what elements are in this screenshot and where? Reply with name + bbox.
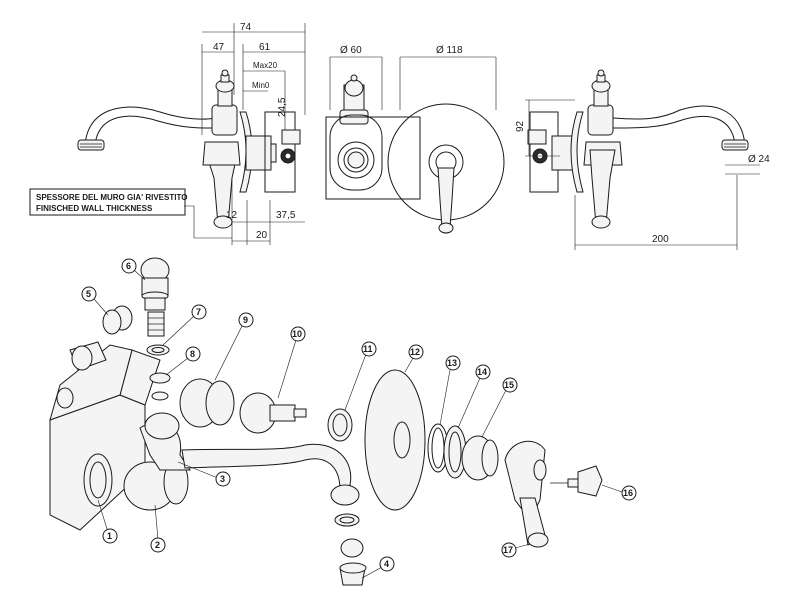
dim-37-5: 37,5 (276, 210, 296, 221)
callout-8-label: 8 (190, 349, 195, 359)
callout-12 (408, 344, 424, 360)
callout-5 (81, 286, 97, 302)
callout-2-label: 2 (155, 540, 160, 550)
side-view-right: 92 Ø 24 200 (515, 69, 770, 250)
dim-61: 61 (259, 42, 271, 53)
callout-12-label: 12 (410, 347, 420, 357)
callout-3-label: 3 (220, 474, 225, 484)
dim-phi60: Ø 60 (340, 45, 362, 56)
callout-9-label: 9 (243, 315, 248, 325)
callout-7-label: 7 (196, 307, 201, 317)
callout-16 (621, 485, 637, 501)
callout-14-label: 14 (477, 367, 487, 377)
callout-10-label: 10 (292, 329, 302, 339)
front-wall-box (325, 116, 421, 200)
callout-6 (121, 258, 137, 274)
dim-phi118: Ø 118 (436, 45, 463, 56)
callout-17 (501, 542, 517, 558)
part-11 (327, 408, 353, 442)
callout-7 (191, 304, 207, 320)
wall-note-box (29, 188, 186, 216)
front-plate (329, 114, 383, 191)
spout-nozzle (77, 139, 105, 151)
callout-16-label: 16 (623, 488, 633, 498)
dim-47: 47 (213, 42, 225, 53)
callout-17-label: 17 (503, 545, 513, 555)
callout-11 (361, 341, 377, 357)
exploded-view: 1 2 3 4 5 6 7 8 9 10 11 12 (49, 257, 637, 586)
callout-3 (215, 471, 231, 487)
dim-phi24: Ø 24 (748, 154, 770, 165)
dim-74: 74 (240, 22, 252, 33)
dim-max20: Max20 (253, 61, 278, 70)
wall-note-line1: SPESSORE DEL MURO GIA' RIVESTITO (36, 193, 187, 202)
callout-13 (445, 355, 461, 371)
side-view-left: 74 47 61 Max20 Min0 24,5 12 37,5 20 SPES… (29, 22, 306, 245)
callout-15-label: 15 (504, 380, 514, 390)
dim-20: 20 (256, 230, 268, 241)
callout-13-label: 13 (447, 358, 457, 368)
dim-24-5: 24,5 (277, 97, 288, 117)
callout-6-label: 6 (126, 261, 131, 271)
dim-min0: Min0 (252, 81, 270, 90)
dim-200: 200 (652, 234, 669, 245)
part-16 (577, 465, 603, 497)
front-view: Ø 60 Ø 118 (325, 45, 505, 234)
callout-15 (502, 377, 518, 393)
wall-note-line2: FINISCHED WALL THICKNESS (36, 204, 153, 213)
dim-12: 12 (226, 210, 238, 221)
callout-2 (150, 537, 166, 553)
callout-11-label: 11 (363, 344, 373, 354)
part-7 (146, 344, 170, 356)
callout-8 (185, 346, 201, 362)
callout-4 (379, 556, 395, 572)
callout-9 (238, 312, 254, 328)
callout-14 (475, 364, 491, 380)
callout-1 (102, 528, 118, 544)
callout-10 (290, 326, 306, 342)
callout-5-label: 5 (86, 289, 91, 299)
callout-4-label: 4 (384, 559, 389, 569)
part-8 (149, 372, 171, 384)
valve-body (211, 104, 238, 136)
callout-1-label: 1 (107, 531, 112, 541)
dim-92: 92 (515, 120, 526, 132)
part-12-plate (364, 369, 426, 511)
